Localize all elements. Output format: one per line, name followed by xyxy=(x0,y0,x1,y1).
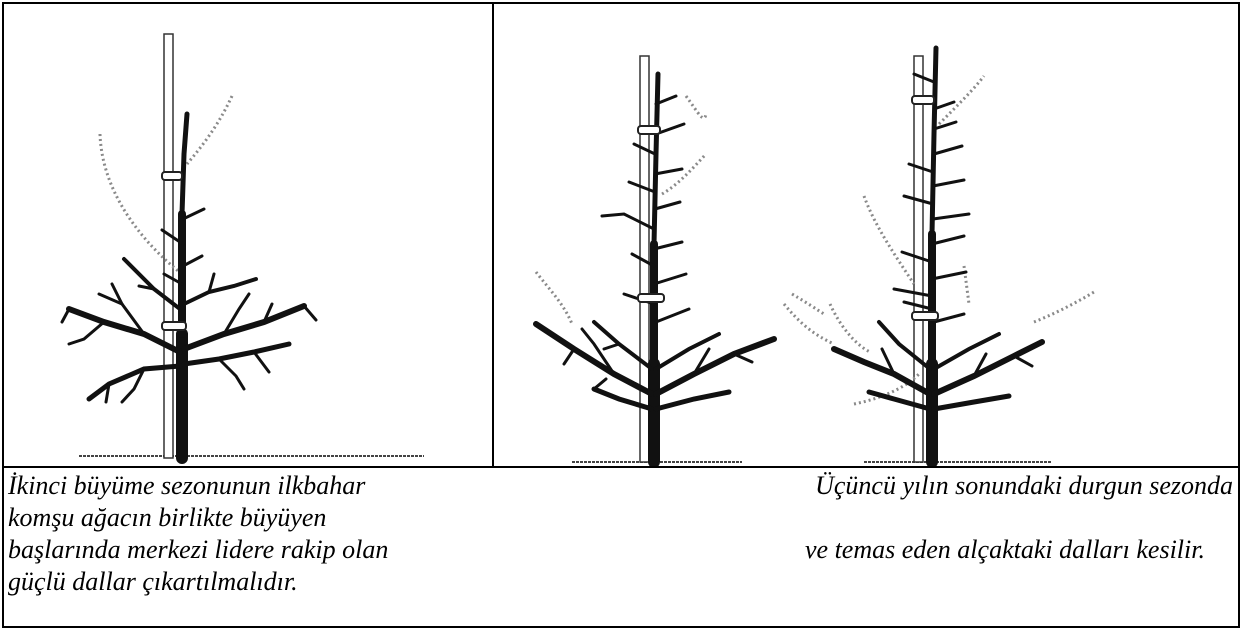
right-illustration xyxy=(494,4,1238,466)
caption-left-line-3: başlarında merkezi lidere rakip olan xyxy=(8,535,389,564)
column-divider xyxy=(492,2,494,468)
caption-right-line-1: Üçüncü yılın sonundaki durgun sezonda xyxy=(815,471,1233,500)
young-tree-second-season-icon xyxy=(60,33,424,464)
caption-left-line-1: İkinci büyüme sezonunun ilkbahar xyxy=(8,471,366,500)
caption-left-line-2: komşu ağacın birlikte büyüyen xyxy=(8,503,327,532)
caption-left-line-4: güçlü dallar çıkartılmalıdır. xyxy=(8,567,298,596)
two-trees-third-year-icon xyxy=(533,45,1095,466)
left-illustration xyxy=(4,4,492,466)
caption-right-line-2: ve temas eden alçaktaki dalları kesilir. xyxy=(804,535,1205,564)
row-divider xyxy=(2,466,1240,468)
